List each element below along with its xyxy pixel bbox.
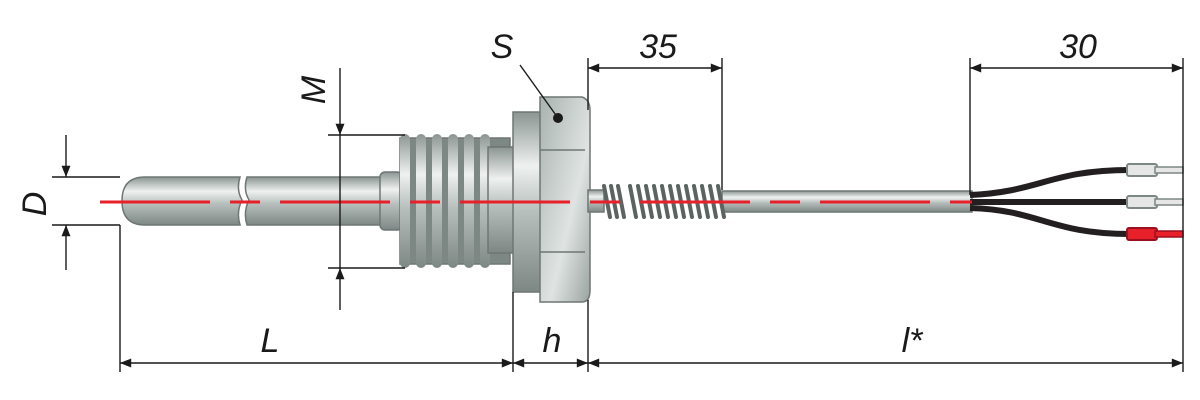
probe-tube xyxy=(121,171,403,231)
dimension-S: S xyxy=(491,28,563,123)
label-l: l* xyxy=(902,322,925,360)
thread-ridge xyxy=(400,134,410,268)
label-L: L xyxy=(261,322,280,360)
terminals xyxy=(1126,163,1184,241)
label-35: 35 xyxy=(639,28,677,66)
dimension-D: D xyxy=(16,135,120,270)
dimension-30: 30 xyxy=(969,28,1184,372)
terminal-2 xyxy=(1126,195,1158,209)
thread-ridge xyxy=(448,134,458,268)
spring-coil xyxy=(628,184,638,219)
label-h: h xyxy=(543,322,562,360)
wire-top xyxy=(969,167,1131,198)
dimension-L: L xyxy=(119,225,514,372)
label-D: D xyxy=(16,192,54,217)
label-30: 30 xyxy=(1059,28,1097,66)
label-M: M xyxy=(295,75,333,104)
terminal-1 xyxy=(1126,163,1158,177)
dimension-35: 35 xyxy=(587,28,723,190)
thread-fitting xyxy=(399,134,517,268)
hex-nut xyxy=(539,96,591,303)
wires xyxy=(969,167,1131,237)
dimension-l: l* xyxy=(588,322,1183,368)
label-S: S xyxy=(491,28,514,66)
terminal-3 xyxy=(1126,227,1158,241)
spring-coil xyxy=(616,184,626,219)
dimension-M: M xyxy=(295,68,405,310)
wire-bottom xyxy=(969,205,1131,237)
dimension-h: h xyxy=(513,300,589,372)
